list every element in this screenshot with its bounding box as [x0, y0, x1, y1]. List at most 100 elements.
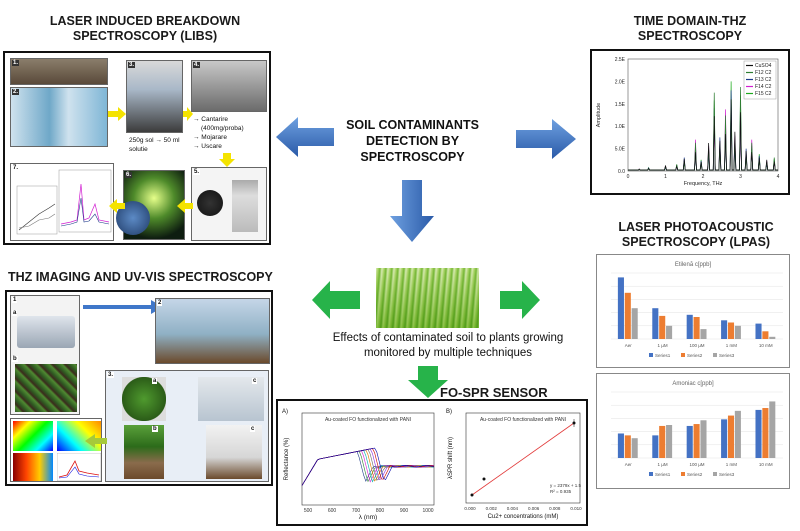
- yellow-arrow-left-icon: [109, 199, 125, 213]
- lpas-chart-title: Etilenă c[ppb]: [675, 262, 712, 268]
- lpas-legend-swatch: [713, 353, 717, 357]
- thz-xtick-label: 4: [777, 174, 780, 180]
- thz-legend-entry: F14 C2: [755, 84, 772, 90]
- spr-right-panel-label: B): [446, 409, 452, 415]
- spr-left-xtick-label: 700: [352, 508, 361, 514]
- thz-heatmap-images: [10, 418, 102, 482]
- lpas-category-label: 1 mM: [726, 343, 738, 348]
- blue-arrow-small-icon: [83, 300, 163, 314]
- yellow-arrow-down-icon: [219, 153, 235, 167]
- spr-left-xlabel: λ (nm): [359, 514, 377, 521]
- blue-arrow-right-icon: [516, 119, 576, 159]
- spr-right-xtick-label: 0.004: [507, 506, 519, 511]
- preparation-list: → Cantarire (400mg/proba) → Mojarare → U…: [193, 116, 244, 150]
- lpas-category-label: 1 µM: [658, 462, 668, 467]
- thz-legend-entry: CuSO4: [755, 63, 772, 69]
- lpas-category-label: 100 µM: [689, 343, 704, 348]
- thz-ytick-label: 1.0E: [615, 124, 626, 130]
- lpas-legend-entry: Series2: [687, 353, 703, 358]
- spr-fit-line: [471, 422, 575, 496]
- fo-spr-panel: A) Au-coated FO functionalized with PANI R…: [276, 399, 588, 526]
- lpas-category-label: 10 mM: [759, 343, 773, 348]
- seedlings-tray-image: [15, 364, 77, 412]
- lpas-bar: [617, 433, 624, 458]
- thz-ytick-label: 1.5E: [615, 102, 626, 108]
- lpas-bar: [734, 325, 741, 339]
- press-image: [232, 180, 258, 232]
- spr-left-panel-label: A): [282, 409, 288, 415]
- lpas-bar: [652, 435, 659, 458]
- libs-spectra-photo: 7.: [10, 163, 114, 241]
- thz-xlabel: Frequency, THz: [684, 181, 723, 187]
- lpas-bar: [727, 415, 735, 458]
- spr-right-plot-area: [465, 412, 581, 504]
- spr-fit-r2: R² = 0.935: [550, 489, 572, 494]
- lpas-category-label: Aer: [625, 462, 633, 467]
- weighing-photo: 3.: [126, 60, 183, 133]
- lpas-bar: [686, 314, 693, 339]
- yellow-arrow-icon: [183, 107, 193, 121]
- center-caption: Effects of contaminated soil to plants g…: [332, 332, 564, 359]
- spr-fit-equation: y = 2379x + 1.5: [550, 483, 582, 488]
- spr-reflectance-chart: A)Au-coated FO functionalized with PANIR…: [282, 409, 435, 521]
- lpas-heading: LASER PHOTOACOUSTIC SPECTROSCOPY (LPAS): [618, 220, 774, 249]
- pellet-image: [197, 190, 223, 216]
- lpas-bar: [734, 410, 741, 458]
- green-arrow-down-icon: [408, 366, 448, 398]
- lpas-legend-entry: Series1: [655, 472, 671, 477]
- blue-arrow-down-icon: [390, 180, 434, 242]
- lpas-bar: [624, 435, 631, 458]
- spr-right-xtick-label: 0.010: [570, 506, 582, 511]
- thz-ytick-label: 5.0E: [615, 147, 626, 153]
- lpas-legend-swatch: [681, 472, 685, 476]
- libs-panel: 1. 2. 3. 250g sol → 50 ml solutie 4. → C…: [3, 51, 271, 245]
- libs-spectra-plot: [16, 169, 112, 235]
- spr-left-xtick-label: 800: [376, 508, 385, 514]
- lpas-legend-swatch: [649, 353, 653, 357]
- fo-spr-heading: FO-SPR SENSOR: [440, 385, 548, 400]
- soil-samples-photo: 1.: [10, 58, 108, 85]
- lpas-bar: [700, 420, 707, 458]
- samples-grid-photo: 4.: [191, 60, 267, 112]
- blue-arrow-left-icon: [276, 117, 334, 157]
- seedling-pot-image: c: [206, 425, 262, 479]
- lpas-bar: [617, 277, 624, 339]
- lpas-bar: [631, 308, 638, 339]
- lab-worker-image: c: [198, 377, 264, 421]
- spr-right-xtick-label: 0.000: [464, 506, 476, 511]
- plant-seedlings-photo: [376, 268, 479, 328]
- thz-xtick-label: 2: [702, 174, 705, 180]
- thz-ytick-label: 2.0E: [615, 79, 626, 85]
- green-arrow-right-icon: [500, 281, 540, 319]
- spr-left-xtick-label: 900: [400, 508, 409, 514]
- lpas-legend-entry: Series3: [719, 353, 735, 358]
- ratio-text: 250g sol → 50 ml solutie: [129, 137, 180, 153]
- lpas-bar: [666, 325, 673, 339]
- spr-data-point: [482, 477, 486, 481]
- spr-reflectance-curve: [301, 447, 435, 486]
- test-tubes-photo: 2.: [10, 87, 108, 147]
- spr-left-xtick-label: 600: [328, 508, 337, 514]
- spr-right-title: Au-coated FO functionalized with PANI: [480, 417, 566, 423]
- yellow-green-arrow-icon: [85, 434, 107, 448]
- lpas-bar: [693, 317, 700, 339]
- thz-imaging-section-1: 1 a b: [10, 295, 80, 415]
- lpas-bar: [659, 425, 666, 458]
- lpas-bar: [659, 315, 666, 339]
- thz-legend-entry: F12 C2: [755, 70, 772, 76]
- spr-left-xtick-label: 500: [304, 508, 313, 514]
- spr-right-xtick-label: 0.008: [549, 506, 561, 511]
- center-title: SOIL CONTAMINANTS DETECTION BY SPECTROSC…: [346, 118, 479, 164]
- lpas-bar: [769, 336, 776, 339]
- thz-td-heading: TIME DOMAIN-THZ SPECTROSCOPY: [633, 14, 747, 43]
- lpas-bar: [755, 409, 762, 458]
- lpas-bar: [721, 320, 728, 339]
- spr-right-xlabel: Cu2+ concentrations (mM): [488, 514, 559, 520]
- spr-left-plot-area: [301, 412, 435, 506]
- heatmap-image-3: [13, 453, 53, 481]
- potted-plant-image: b: [124, 425, 164, 479]
- green-arrow-left-icon: [312, 281, 360, 319]
